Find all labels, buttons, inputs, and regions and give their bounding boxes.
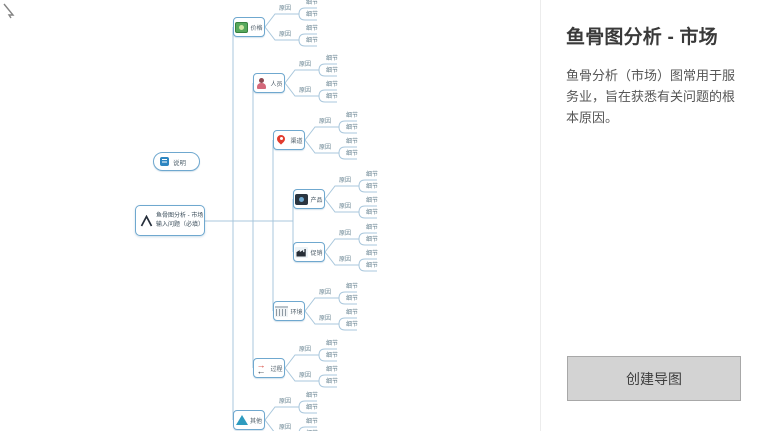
- detail-label: 细节: [366, 237, 379, 243]
- branch-node: 其他: [233, 410, 265, 430]
- detail-label: 细节: [366, 210, 379, 216]
- detail-label: 细节: [306, 393, 319, 399]
- branch-group: 价格 原因 原因 细节 细节 细节 细节: [233, 0, 333, 67]
- fishbone-icon: [140, 214, 153, 226]
- branch-node: 价格: [233, 17, 265, 37]
- cause-label: 原因: [339, 178, 352, 184]
- branch-label: 促销: [310, 250, 323, 257]
- cause-label: 原因: [299, 373, 312, 379]
- connector-wires: [205, 7, 377, 431]
- detail-label: 细节: [366, 251, 379, 257]
- camera-icon: [295, 193, 309, 205]
- cause-label: 原因: [319, 119, 332, 125]
- branch-node: 环境: [273, 301, 305, 321]
- template-description: 鱼骨分析（市场）图常用于服务业，旨在获悉有关问题的根本原因。: [566, 68, 736, 126]
- detail-label: 细节: [366, 225, 379, 231]
- detail-label: 细节: [346, 296, 359, 302]
- detail-label: 细节: [326, 367, 339, 373]
- branch-node: 渠道: [273, 130, 305, 150]
- branch-group: 过程 原因 原因 细节 细节 细节 细节: [253, 341, 353, 408]
- branch-label: 过程: [270, 366, 283, 373]
- branch-label: 人员: [270, 81, 283, 88]
- cause-label: 原因: [339, 257, 352, 263]
- branch-node: 产品: [293, 189, 325, 209]
- cause-label: 原因: [279, 425, 292, 431]
- cause-label: 原因: [339, 204, 352, 210]
- detail-label: 细节: [366, 184, 379, 190]
- cause-label: 原因: [279, 32, 292, 38]
- cause-label: 原因: [319, 290, 332, 296]
- cause-label: 原因: [299, 88, 312, 94]
- detail-label: 细节: [366, 263, 379, 269]
- detail-label: 细节: [326, 379, 339, 385]
- central-topic-subtitle: 输入问题（必填）: [156, 221, 205, 228]
- branch-node: 人员: [253, 73, 285, 93]
- detail-label: 细节: [306, 419, 319, 425]
- create-map-button[interactable]: 创建导图: [567, 356, 741, 401]
- detail-label: 细节: [366, 198, 379, 204]
- cause-label: 原因: [339, 231, 352, 237]
- detail-label: 细节: [306, 38, 319, 44]
- cause-label: 原因: [279, 6, 292, 12]
- branch-group: 渠道 原因 原因 细节 细节 细节 细节: [273, 113, 373, 180]
- branch-node: 促销: [293, 242, 325, 262]
- branch-group: 人员 原因 原因 细节 细节 细节 细节: [253, 56, 353, 123]
- arrows-cycle-icon: [255, 362, 268, 374]
- mountain-icon: [235, 415, 248, 425]
- template-title: 鱼骨图分析 - 市场: [566, 27, 718, 48]
- template-preview-canvas: 鱼骨图分析 - 市场 输入问题（必填） 说明 价格 原因 原因 细节 细节 细节…: [0, 0, 540, 431]
- detail-label: 细节: [306, 405, 319, 411]
- detail-label: 细节: [326, 56, 339, 62]
- detail-label: 细节: [346, 125, 359, 131]
- branch-group: 环境 原因 原因 细节 细节 细节 细节: [273, 284, 373, 351]
- cause-label: 原因: [299, 347, 312, 353]
- branch-group: 促销 原因 原因 细节 细节 细节 细节: [293, 225, 393, 292]
- central-topic-node: 鱼骨图分析 - 市场 输入问题（必填）: [135, 205, 205, 236]
- cause-label: 原因: [279, 399, 292, 405]
- detail-label: 细节: [326, 82, 339, 88]
- central-topic-title: 鱼骨图分析 - 市场: [156, 212, 204, 219]
- detail-label: 细节: [326, 341, 339, 347]
- detail-label: 细节: [346, 322, 359, 328]
- branch-label: 其他: [249, 418, 262, 425]
- building-columns-icon: [275, 305, 289, 317]
- detail-label: 细节: [346, 151, 359, 157]
- branch-group: 其他 原因 原因 细节 细节 细节 细节: [233, 393, 333, 431]
- floating-topic-label: 说明: [173, 159, 186, 167]
- detail-label: 细节: [326, 353, 339, 359]
- cause-label: 原因: [319, 316, 332, 322]
- banknote-icon: [235, 21, 249, 33]
- location-pin-icon: [275, 135, 288, 146]
- detail-label: 细节: [306, 0, 319, 6]
- floating-topic-node: 说明: [153, 152, 200, 171]
- detail-label: 细节: [346, 284, 359, 290]
- panel-divider: [540, 0, 541, 431]
- detail-label: 细节: [346, 139, 359, 145]
- note-icon: [160, 157, 169, 166]
- branch-label: 环境: [290, 309, 303, 316]
- factory-icon: [295, 246, 309, 258]
- detail-label: 细节: [326, 68, 339, 74]
- central-topic-text: 鱼骨图分析 - 市场 输入问题（必填）: [156, 212, 204, 229]
- detail-label: 细节: [346, 310, 359, 316]
- branch-node: 过程: [253, 358, 285, 378]
- detail-label: 细节: [366, 172, 379, 178]
- branch-label: 价格: [250, 25, 263, 32]
- cursor-artifact-icon: [3, 3, 15, 19]
- person-icon: [255, 77, 268, 89]
- branch-label: 产品: [310, 197, 323, 204]
- cause-label: 原因: [299, 62, 312, 68]
- detail-label: 细节: [306, 12, 319, 18]
- branch-group: 产品 原因 原因 细节 细节 细节 细节: [293, 172, 393, 239]
- branch-label: 渠道: [290, 138, 303, 145]
- cause-label: 原因: [319, 145, 332, 151]
- detail-label: 细节: [326, 94, 339, 100]
- detail-label: 细节: [306, 26, 319, 32]
- detail-label: 细节: [346, 113, 359, 119]
- template-info-panel: 鱼骨图分析 - 市场 鱼骨分析（市场）图常用于服务业，旨在获悉有关问题的根本原因…: [541, 0, 766, 431]
